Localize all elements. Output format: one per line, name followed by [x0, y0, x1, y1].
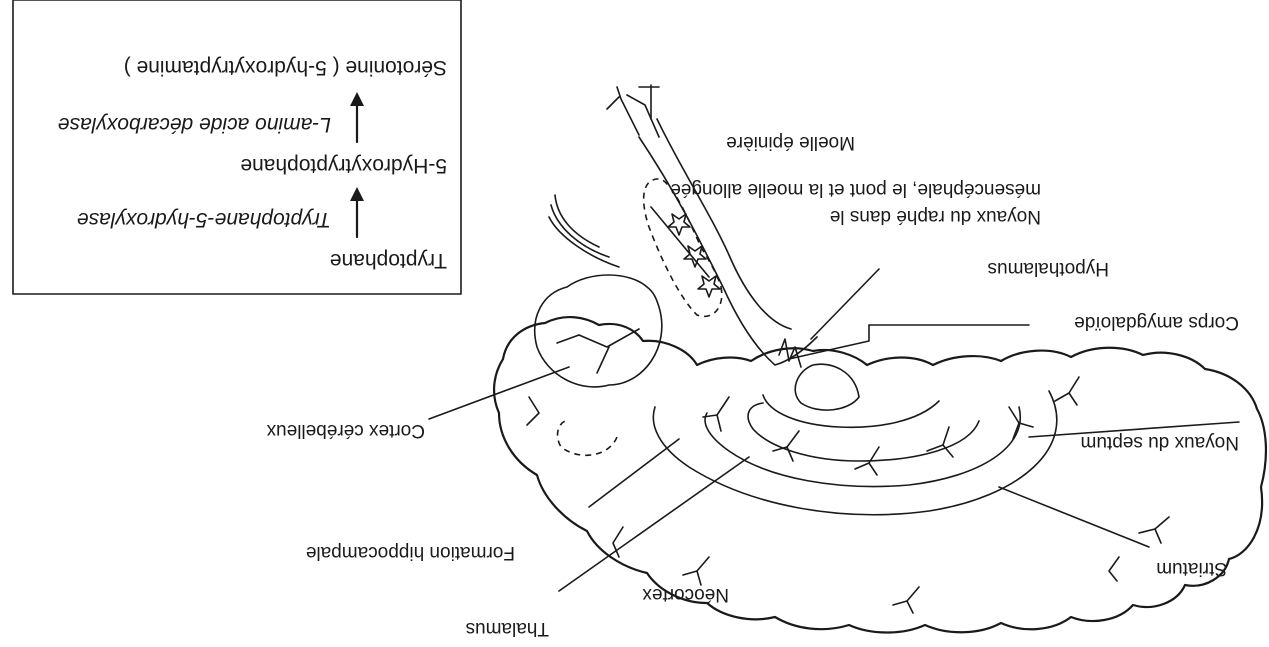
label-cerebellar-cortex: Cortex cérébelleux: [266, 420, 425, 441]
label-neocortex: Néocortex: [642, 584, 729, 605]
raphe-star-1: [698, 276, 720, 297]
label-spinal-cord: Moelle épinière: [726, 132, 855, 153]
enzyme-tryptophan-hydroxylase: Tryptophane-5-hydroxylase: [77, 208, 331, 231]
leader-thalamus: [559, 457, 749, 591]
leader-hippocampal-formation: [589, 439, 679, 507]
label-septal-nuclei: Noyaux du septum: [1081, 432, 1239, 453]
neocortex-outline: [494, 317, 1266, 632]
label-raphe-nuclei-line2: mésencéphale, le pont et la moelle allon…: [670, 179, 1041, 200]
label-striatum: Striatum: [1156, 558, 1227, 579]
cerebellar-branch-1: [579, 329, 639, 347]
spinal-fibre-a: [617, 87, 639, 135]
step-serotonin: Sérotonine ( 5-hydroxytryptamine ): [124, 56, 447, 79]
hippocampal-arc: [763, 395, 939, 427]
hippocampal-dashed: [558, 421, 617, 455]
leader-striatum: [999, 487, 1149, 547]
cerebellar-branch-3: [557, 335, 579, 343]
callosal-arc-inner: [705, 407, 1020, 487]
spinal-fibre-b: [607, 97, 619, 109]
arrow-step1-head: [350, 187, 364, 201]
pons-hatching: [549, 195, 619, 267]
step-5-hydroxytryptophan: 5-Hydroxytryptophane: [240, 154, 447, 177]
projection-branches: [527, 377, 1169, 613]
callosal-arc-outer: [653, 391, 1056, 515]
enzyme-aromatic-decarboxylase: L-amino acide décarboxylase: [58, 113, 331, 136]
arrow-step2-head: [350, 92, 364, 106]
step-tryptophan: Tryptophane: [330, 249, 447, 272]
label-amygdala: Corps amygdaloïde: [1074, 312, 1239, 333]
cerebellar-branch-2: [597, 347, 609, 373]
label-thalamus: Thalamus: [466, 618, 549, 639]
label-raphe-nuclei-line1: Noyaux du raphé dans le: [830, 206, 1041, 227]
label-hippocampal-formation: Formation hippocampale: [306, 542, 515, 563]
label-hypothalamus: Hypothalamus: [988, 258, 1109, 279]
thalamic-mass: [795, 364, 859, 410]
fornix-arc: [748, 403, 979, 461]
biosynthesis-box: Tryptophane Tryptophane-5-hydroxylase 5-…: [13, 0, 461, 294]
leader-amygdala: [789, 325, 869, 359]
